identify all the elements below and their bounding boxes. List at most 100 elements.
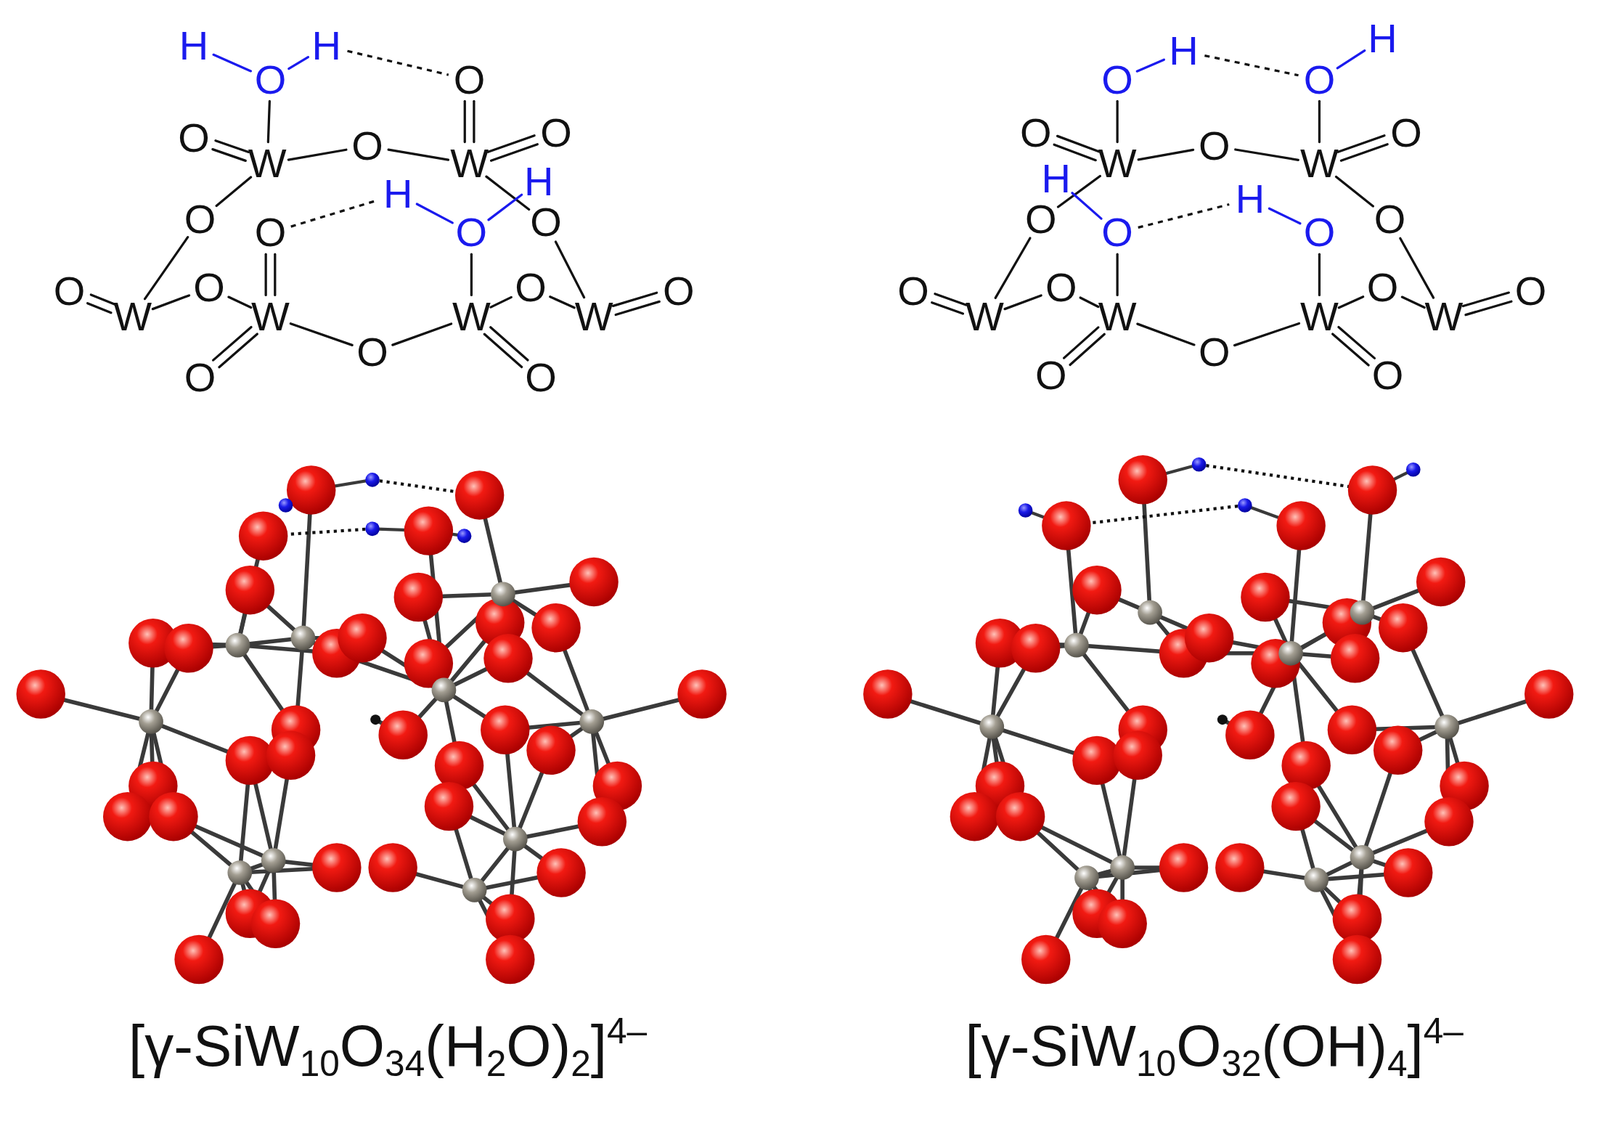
atom-label: O [1366, 267, 1399, 308]
bond-line [216, 177, 251, 207]
tungsten-atom [490, 581, 516, 607]
formula-subscript: 3 [1221, 1043, 1242, 1084]
oxygen-atom [251, 899, 300, 949]
hydrogen-atom [457, 528, 472, 544]
oxygen-atom [1327, 704, 1377, 754]
oxygen-atom [286, 465, 336, 514]
atom-label: W [248, 143, 287, 184]
oxygen-atom [1524, 669, 1574, 718]
oxygen-atom [1159, 842, 1208, 892]
formula-superscript: 4 [606, 1010, 628, 1052]
formula-subscript: 0 [1156, 1043, 1177, 1084]
oxygen-atom [569, 557, 618, 607]
oxygen-atom [1072, 565, 1121, 615]
bond-line [1340, 144, 1388, 162]
tungsten-atom [462, 877, 488, 903]
bond-line [228, 296, 252, 308]
formula-text: S [193, 1013, 232, 1079]
atom-label: O [529, 201, 562, 243]
atom-label: O [184, 357, 217, 398]
oxygen-atom [1330, 633, 1380, 683]
bond-line [212, 149, 246, 162]
bond-line [1072, 193, 1102, 219]
bond-line [488, 194, 522, 220]
atom-label: O [514, 267, 547, 308]
formula-superscript: – [627, 1010, 648, 1052]
bond-line [1337, 135, 1385, 153]
bond-line [288, 149, 347, 160]
bond-line [550, 296, 575, 308]
atom-label: H [1041, 158, 1071, 199]
atom-label: O [1303, 211, 1336, 253]
oxygen-atom [1348, 465, 1397, 514]
bond-line [1318, 254, 1321, 295]
oxygen-atom [1240, 572, 1290, 622]
bond-line [1338, 296, 1363, 308]
atom-label: O [254, 211, 287, 253]
oxygen-atom [536, 847, 586, 897]
formula-text: ) [550, 1013, 571, 1079]
formula-caption: [γ-SiW10O34(H2O)2]4– [128, 1011, 647, 1081]
formula-text: O [505, 1013, 551, 1079]
oxygen-atom [238, 511, 288, 560]
oxygen-atom [1383, 847, 1433, 897]
silicon-atom [370, 714, 381, 725]
bond-line [1004, 295, 1042, 310]
oxygen-atom [337, 613, 387, 663]
oxygen-atom [996, 792, 1045, 841]
formula-text: - [173, 1013, 194, 1079]
atom-label: W [1098, 296, 1137, 337]
atom-label: O [1515, 270, 1548, 312]
oxygen-atom [1416, 557, 1465, 607]
bond-line [87, 303, 112, 313]
formula-text: i [1068, 1013, 1082, 1079]
bond-line [1400, 238, 1434, 298]
formula-text: ) [1367, 1013, 1388, 1079]
atom-label: W [452, 296, 491, 337]
atom-label: W [1300, 296, 1339, 337]
atom-label: O [177, 117, 210, 159]
oxygen-atom [1271, 781, 1320, 831]
bond-line [392, 323, 452, 345]
formula-subscript: 2 [486, 1043, 507, 1084]
oxygen-atom [483, 633, 533, 683]
hydrogen-bond [1138, 204, 1230, 228]
oxygen-atom [1118, 455, 1168, 504]
formula-text: O [1280, 1013, 1326, 1079]
oxygen-atom [1021, 935, 1071, 984]
tungsten-atom [261, 847, 287, 873]
bond-line [463, 100, 467, 142]
formula-text: ] [590, 1013, 607, 1079]
oxygen-atom [1424, 797, 1473, 846]
tungsten-atom [1109, 855, 1135, 880]
formula-text: H [1325, 1013, 1368, 1079]
tungsten-atom [503, 826, 528, 852]
bond-line [1235, 149, 1299, 160]
formula-caption: [γ-SiW10O32(OH)4]4– [964, 1011, 1463, 1081]
bond-line [1268, 208, 1300, 224]
hydrogen-bond [1066, 505, 1246, 526]
oxygen-atom [312, 842, 361, 892]
formula-subscript: 0 [319, 1043, 340, 1084]
atom-label: H [524, 161, 554, 202]
formula-text: W [1080, 1013, 1137, 1079]
bond-line [613, 292, 657, 306]
hydrogen-atom [1018, 503, 1034, 518]
silicon-atom [1217, 714, 1228, 725]
tungsten-atom [1064, 633, 1089, 658]
bond-line [213, 54, 251, 72]
formula-superscript: 4 [1423, 1010, 1444, 1052]
formula-text: ] [1406, 1013, 1423, 1079]
oxygen-atom [1011, 623, 1060, 673]
atom-label: H [1235, 178, 1265, 220]
atom-label: W [113, 296, 152, 337]
atom-label: O [524, 357, 557, 398]
hydrogen-bond [347, 50, 449, 75]
bond-line [416, 203, 453, 223]
formula-text: H [444, 1013, 487, 1079]
atom-label: O [1303, 59, 1336, 101]
oxygen-atom [15, 669, 65, 718]
bond-line [1338, 326, 1375, 358]
bond-line [935, 294, 967, 305]
